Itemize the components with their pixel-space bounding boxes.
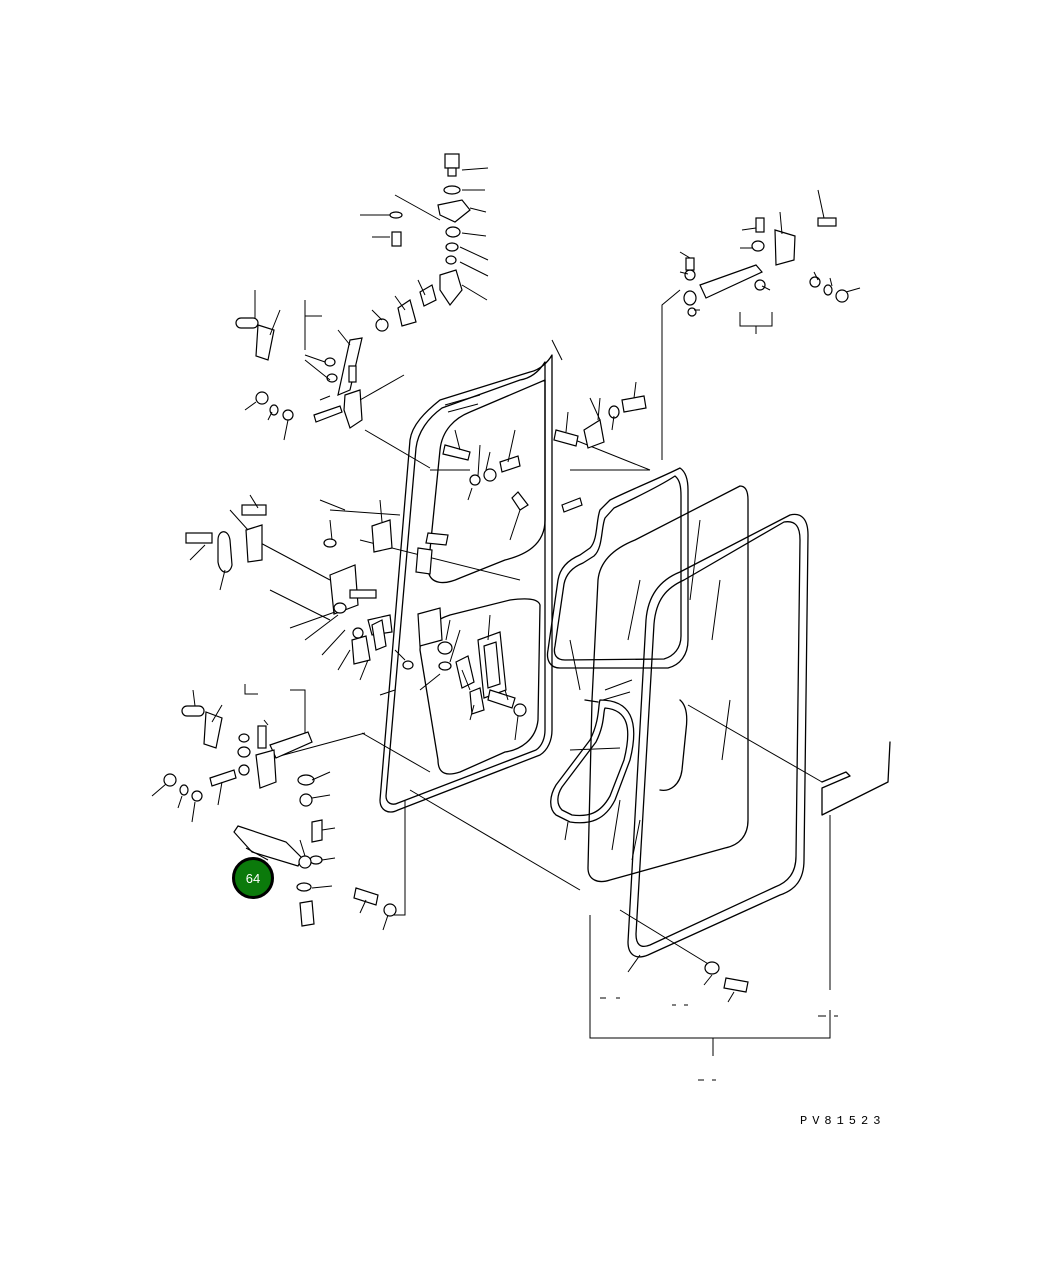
door-inner-hardware — [415, 381, 647, 575]
seal-leaders — [551, 339, 641, 973]
bottom-right-hardware — [600, 961, 838, 1081]
striker-plate — [233, 825, 397, 931]
glass-weatherstrip — [627, 513, 809, 958]
callout-label: 64 — [245, 870, 261, 886]
top-hinge-hardware — [360, 153, 489, 332]
reference-lines — [244, 289, 831, 1056]
door-frame — [379, 354, 553, 813]
lower-hinge-hardware — [151, 689, 336, 865]
door-glass — [587, 485, 749, 883]
handle-hardware — [185, 494, 401, 681]
upper-latch-hardware — [235, 290, 405, 441]
door-lock-hardware — [371, 607, 527, 741]
drawing-code: PV81523 — [800, 1114, 886, 1128]
door-seal — [546, 467, 689, 824]
part-callout-64[interactable]: 64 — [232, 857, 274, 899]
top-right-hardware — [679, 189, 861, 317]
seal-section-detail — [687, 704, 891, 990]
